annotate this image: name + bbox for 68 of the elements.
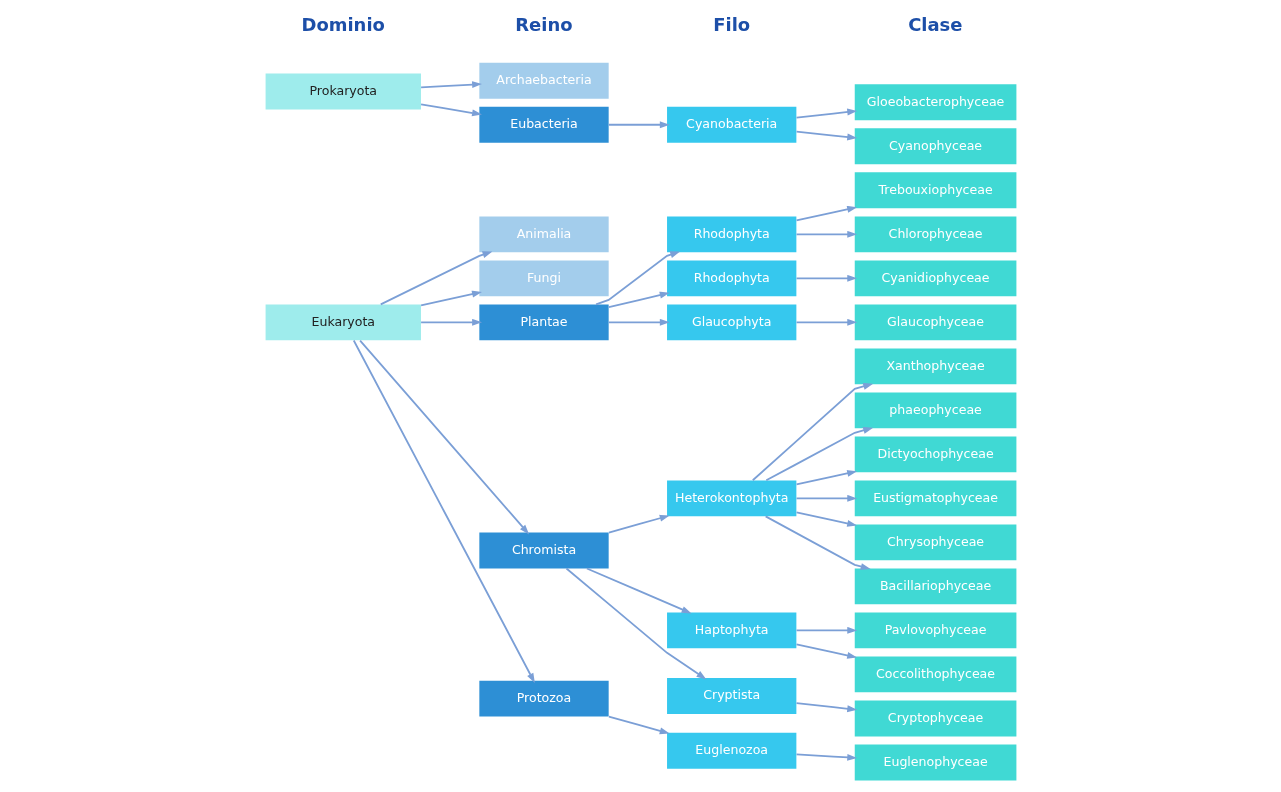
- arrow: [607, 715, 670, 735]
- label: Clase: [907, 14, 962, 36]
- node-box: Fungi: [478, 260, 609, 297]
- node-box: Rhodophyta: [666, 260, 796, 297]
- arrow: [379, 251, 492, 306]
- arrow: [795, 130, 857, 141]
- arrow: [795, 643, 857, 659]
- arrow: [607, 291, 670, 309]
- node-box: Archaebacteria: [478, 62, 609, 99]
- arrow: [419, 318, 482, 326]
- node-box: Plantae: [478, 304, 609, 341]
- node-box: Coccolithophyceae: [854, 656, 1016, 693]
- node-box: Prokaryota: [265, 73, 421, 110]
- arrow: [795, 626, 857, 634]
- node-box: Trebouxiophyceae: [854, 172, 1016, 209]
- node-box: Cryptophyceae: [854, 700, 1016, 737]
- arrow: [419, 290, 482, 307]
- arrow: [795, 230, 857, 238]
- arrow: [607, 318, 670, 326]
- arrow: [795, 274, 857, 282]
- node-box: Heterokontophyta: [666, 480, 796, 517]
- arrow: [795, 205, 857, 222]
- node-box: Euglenozoa: [666, 732, 796, 769]
- node-box: Animalia: [478, 216, 609, 253]
- node-box: Euglenophyceae: [854, 744, 1016, 781]
- node-box: Chromista: [478, 532, 609, 569]
- node-box: Xanthophyceae: [854, 348, 1016, 385]
- arrow: [764, 427, 873, 482]
- arrow: [795, 702, 857, 713]
- node-box: Eubacteria: [478, 106, 609, 143]
- node-box: Dictyochophyceae: [854, 436, 1016, 473]
- node-box: Eukaryota: [265, 304, 421, 341]
- node-box: phaeophyceae: [854, 392, 1016, 429]
- node-box: Bacillariophyceae: [854, 568, 1016, 605]
- arrow: [352, 339, 535, 684]
- node-box: Gloeobacterophyceae: [854, 84, 1016, 121]
- node-box: Rhodophyta: [666, 216, 796, 253]
- node-box: Protozoa: [478, 680, 609, 717]
- arrow: [419, 103, 482, 117]
- node-box: Chrysophyceae: [854, 524, 1016, 561]
- node-box: Eustigmatophyceae: [854, 480, 1016, 517]
- node-box: Glaucophyta: [666, 304, 796, 341]
- label: Dominio: [301, 14, 385, 36]
- arrow: [795, 318, 857, 326]
- arrow: [358, 339, 529, 535]
- node-box: Cryptista: [666, 678, 796, 714]
- arrow: [795, 494, 857, 502]
- node-box: Cyanophyceae: [854, 128, 1016, 165]
- node-box: Pavlovophyceae: [854, 612, 1016, 649]
- arrow: [565, 567, 706, 680]
- label: Filo: [712, 14, 750, 36]
- arrow: [795, 108, 857, 119]
- arrow: [764, 515, 871, 570]
- arrow: [594, 251, 680, 306]
- arrow: [607, 121, 670, 129]
- arrow: [607, 514, 670, 534]
- arrow: [419, 81, 482, 89]
- arrow: [585, 567, 691, 614]
- node-box: Cyanobacteria: [666, 106, 796, 143]
- arrow: [795, 511, 857, 527]
- node-box: Cyanidiophyceae: [854, 260, 1016, 297]
- node-box: Chlorophyceae: [854, 216, 1016, 253]
- arrow: [751, 383, 873, 482]
- node-box: Haptophyta: [666, 612, 796, 649]
- label: Reino: [514, 14, 573, 36]
- arrow: [795, 470, 857, 486]
- node-box: Glaucophyceae: [854, 304, 1016, 341]
- arrow: [795, 753, 857, 761]
